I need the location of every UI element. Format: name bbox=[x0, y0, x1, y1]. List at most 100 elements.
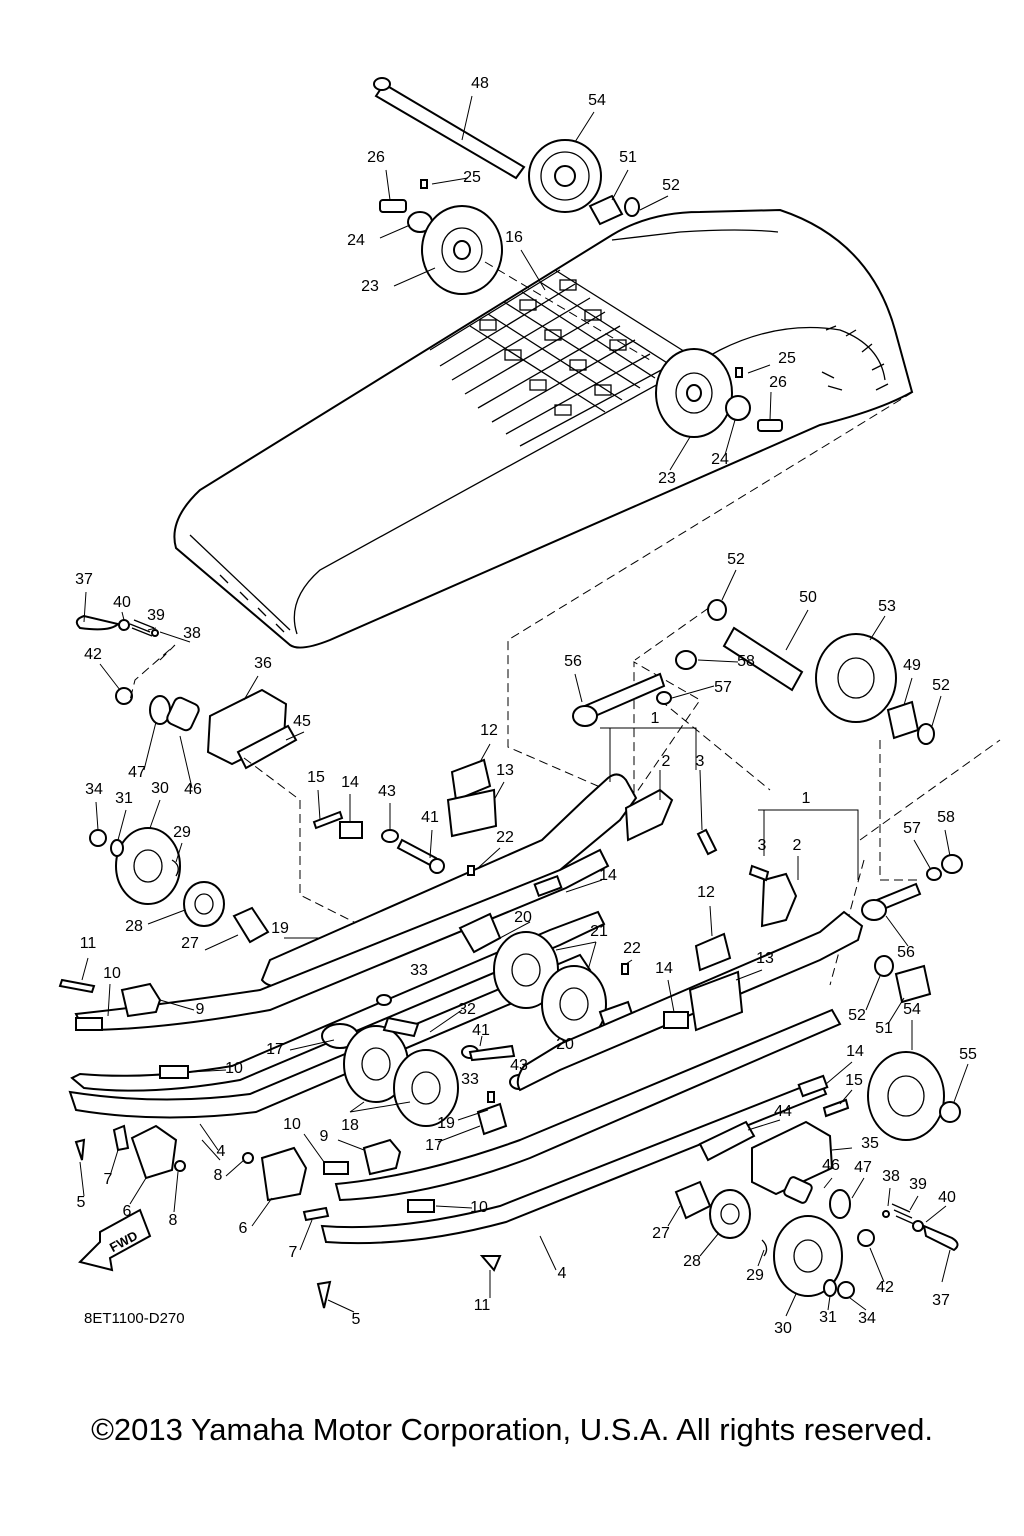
cap-9b bbox=[362, 1138, 402, 1176]
rivet-11b bbox=[479, 1255, 502, 1272]
right-slide-rail bbox=[320, 905, 864, 1245]
copyright-notice: ©2013 Yamaha Motor Corporation, U.S.A. A… bbox=[91, 1412, 933, 1447]
callout-56: 56 bbox=[564, 653, 582, 670]
runner-right bbox=[320, 1078, 828, 1245]
callout-9: 9 bbox=[196, 1001, 205, 1018]
nipple-22 bbox=[467, 865, 475, 876]
callout-45: 45 bbox=[293, 713, 311, 730]
bracket-12-left bbox=[446, 743, 505, 838]
exploded-parts-diagram: FWD 8ET1100-D270 48545152262516242325262… bbox=[58, 75, 1001, 1337]
screw-5 bbox=[74, 1138, 86, 1161]
washer-52-right bbox=[707, 599, 727, 621]
cap-9 bbox=[120, 982, 162, 1018]
washer-52d bbox=[874, 955, 894, 977]
callout-47: 47 bbox=[854, 1159, 872, 1176]
callout-36: 36 bbox=[254, 655, 272, 672]
callout-34: 34 bbox=[85, 781, 103, 798]
callout-38: 38 bbox=[183, 625, 201, 642]
callout-10: 10 bbox=[103, 965, 121, 982]
wheel-53 bbox=[815, 633, 897, 723]
callout-23: 23 bbox=[658, 470, 676, 487]
callout-22: 22 bbox=[496, 829, 514, 846]
shaft-32 bbox=[382, 1016, 420, 1038]
callout-5: 5 bbox=[352, 1311, 361, 1328]
callout-3: 3 bbox=[696, 753, 705, 770]
callout-15: 15 bbox=[307, 769, 325, 786]
callout-40: 40 bbox=[938, 1189, 956, 1206]
shaft-48 bbox=[374, 82, 526, 180]
callout-30: 30 bbox=[774, 1320, 792, 1337]
callout-25: 25 bbox=[463, 169, 481, 186]
collar-49 bbox=[886, 700, 920, 740]
collar-46 bbox=[166, 696, 200, 732]
callout-28: 28 bbox=[683, 1253, 701, 1270]
callout-31: 31 bbox=[819, 1309, 837, 1326]
washer-8b bbox=[242, 1152, 254, 1164]
nipple-25-right bbox=[735, 367, 743, 378]
callout-29: 29 bbox=[173, 824, 191, 841]
callout-33: 33 bbox=[461, 1071, 479, 1088]
callout-17: 17 bbox=[425, 1137, 443, 1154]
callout-20: 20 bbox=[556, 1036, 574, 1053]
callout-14: 14 bbox=[341, 774, 359, 791]
callout-31: 31 bbox=[115, 790, 133, 807]
callout-52: 52 bbox=[932, 677, 950, 694]
rail-frame-right bbox=[516, 910, 864, 1092]
callout-4: 4 bbox=[217, 1143, 226, 1160]
washer-57b bbox=[926, 867, 942, 881]
callout-42: 42 bbox=[876, 1279, 894, 1296]
spring-39b bbox=[891, 1203, 915, 1225]
callout-43: 43 bbox=[378, 783, 396, 800]
washer-52 bbox=[624, 197, 640, 217]
bolt-26 bbox=[379, 199, 407, 213]
callout-2: 2 bbox=[793, 837, 802, 854]
pin-37b bbox=[922, 1224, 959, 1252]
callout-10: 10 bbox=[470, 1199, 488, 1216]
callout-56: 56 bbox=[897, 944, 915, 961]
nut-55 bbox=[939, 1101, 961, 1123]
washer-33 bbox=[376, 994, 392, 1006]
shaft-50 bbox=[722, 626, 804, 692]
wheel-30b bbox=[773, 1215, 843, 1297]
left-hardware bbox=[312, 789, 501, 876]
callout-7: 7 bbox=[104, 1171, 113, 1188]
wheel-30 bbox=[115, 827, 181, 905]
callout-9: 9 bbox=[320, 1128, 329, 1145]
nipple-22b bbox=[621, 963, 629, 975]
callout-58: 58 bbox=[737, 653, 755, 670]
washer-40 bbox=[118, 619, 130, 631]
callout-46: 46 bbox=[184, 781, 202, 798]
rivet-7 bbox=[112, 1124, 130, 1152]
callout-35: 35 bbox=[861, 1135, 879, 1152]
callout-14: 14 bbox=[846, 1043, 864, 1060]
callout-16: 16 bbox=[505, 229, 523, 246]
callout-51: 51 bbox=[875, 1020, 893, 1037]
end-cap-6b bbox=[260, 1146, 308, 1202]
pin-37 bbox=[75, 614, 120, 631]
callout-10: 10 bbox=[283, 1116, 301, 1133]
callout-4: 4 bbox=[558, 1265, 567, 1282]
callout-38: 38 bbox=[882, 1168, 900, 1185]
slider-14 bbox=[533, 874, 563, 898]
right-upper-components bbox=[572, 569, 942, 745]
plate-44 bbox=[698, 1120, 756, 1162]
callout-43: 43 bbox=[510, 1057, 528, 1074]
rivet-11 bbox=[58, 978, 96, 994]
callout-41: 41 bbox=[472, 1022, 490, 1039]
callout-23: 23 bbox=[361, 278, 379, 295]
callout-37: 37 bbox=[75, 571, 93, 588]
callout-5: 5 bbox=[77, 1194, 86, 1211]
right-rear-components bbox=[667, 1119, 959, 1317]
callout-17: 17 bbox=[266, 1041, 284, 1058]
slider-14d bbox=[797, 1074, 829, 1098]
callout-51: 51 bbox=[619, 149, 637, 166]
nut-34b bbox=[837, 1281, 855, 1299]
rivet-15 bbox=[312, 810, 344, 830]
washer-40b bbox=[912, 1220, 924, 1232]
callout-41: 41 bbox=[421, 809, 439, 826]
callout-40: 40 bbox=[113, 594, 131, 611]
callout-49: 49 bbox=[903, 657, 921, 674]
callout-20: 20 bbox=[514, 909, 532, 926]
callout-37: 37 bbox=[932, 1292, 950, 1309]
front-right-parts bbox=[199, 1123, 557, 1313]
